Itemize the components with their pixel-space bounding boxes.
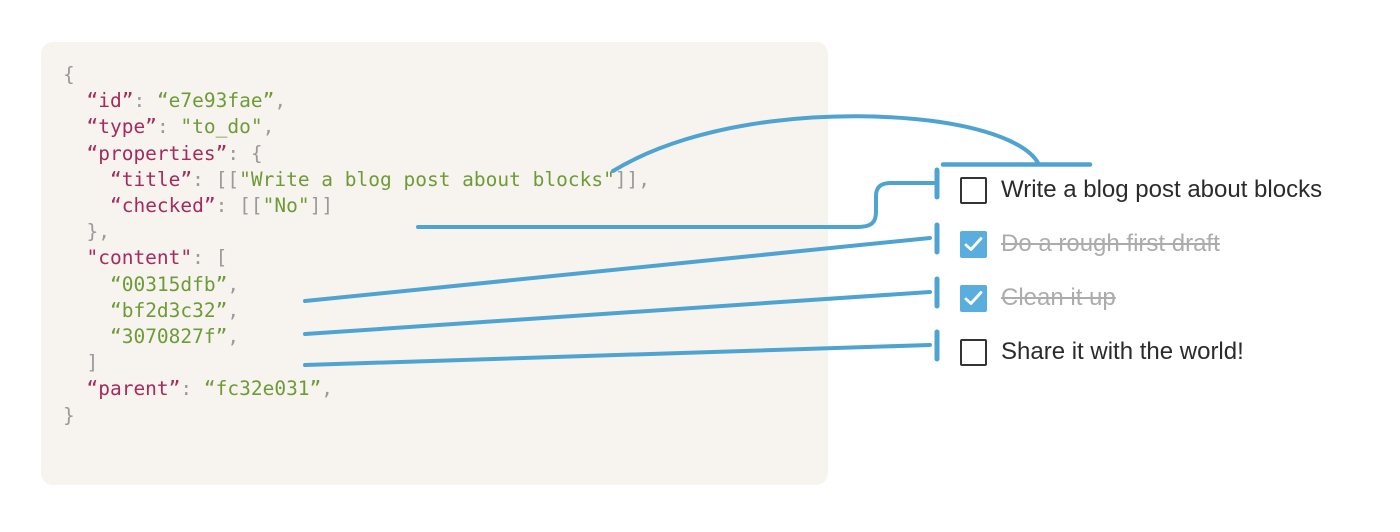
code-token: : [180, 377, 204, 401]
code-line: “bf2d3c32”, [63, 298, 650, 324]
code-token: : [[ [192, 167, 240, 191]
code-token: “00315dfb” [109, 272, 228, 296]
code-token: : { [227, 141, 263, 165]
code-token: “fc32e031” [203, 377, 322, 401]
todo-item-label: Clean it up [1001, 284, 1116, 311]
code-token: : [[ [215, 194, 263, 218]
code-token: “parent” [86, 377, 181, 401]
code-token: “type” [86, 115, 157, 139]
code-token: "No" [262, 194, 310, 218]
code-token: { [63, 63, 75, 86]
code-token: "content" [86, 246, 193, 270]
code-token: "Write a blog post about blocks" [239, 167, 615, 191]
code-token: "to_do" [180, 115, 263, 139]
code-token: ] [63, 351, 99, 375]
todo-item[interactable]: Do a rough first draft [960, 217, 1380, 271]
code-token [63, 377, 86, 400]
code-token: ]] [309, 194, 334, 218]
code-line: “properties”: { [63, 141, 650, 167]
code-line: ] [63, 350, 650, 376]
todo-item-label: Write a blog post about blocks [1001, 176, 1323, 203]
todo-item[interactable]: Clean it up [960, 271, 1380, 325]
code-token: “bf2d3c32” [109, 298, 228, 322]
code-token [63, 299, 110, 322]
code-token: } [63, 403, 75, 427]
todo-item-label: Share it with the world! [1001, 338, 1244, 365]
code-token: , [321, 377, 334, 401]
code-token [63, 194, 110, 217]
code-line: “type”: "to_do", [63, 114, 650, 140]
todo-item-label: Do a rough first draft [1001, 230, 1220, 257]
code-token: ]], [614, 167, 651, 191]
code-token [63, 168, 110, 191]
code-token [63, 325, 110, 348]
code-token: : [156, 115, 181, 139]
code-token: : [ [192, 246, 228, 270]
checkbox-checked-icon[interactable] [960, 284, 987, 312]
checkbox-checked-icon[interactable] [960, 230, 987, 258]
todo-item[interactable]: Write a blog post about blocks [960, 163, 1380, 217]
code-token: , [227, 272, 240, 296]
code-line: } [63, 403, 650, 429]
code-token: “checked” [109, 194, 216, 218]
code-token [63, 246, 86, 269]
todo-list: Write a blog post about blocks Do a rough… [960, 163, 1380, 379]
code-token: “3070827f” [109, 325, 228, 349]
code-line: { [63, 62, 650, 88]
code-token: “title” [109, 167, 193, 191]
code-token: , [227, 325, 240, 349]
code-token: , [262, 115, 275, 139]
code-line: “id”: “e7e93fae”, [63, 88, 650, 114]
code-line: “title”: [["Write a blog post about bloc… [63, 167, 650, 193]
code-token: : [133, 89, 157, 113]
code-line: “00315dfb”, [63, 272, 650, 298]
code-token [63, 142, 86, 165]
code-line: “3070827f”, [63, 324, 650, 350]
todo-item[interactable]: Share it with the world! [960, 325, 1380, 379]
code-token [63, 115, 86, 138]
code-line: "content": [ [63, 245, 650, 271]
code-token: , [274, 89, 287, 113]
code-line: }, [63, 219, 650, 245]
checkbox-unchecked-icon[interactable] [960, 338, 987, 366]
checkbox-unchecked-icon[interactable] [960, 176, 987, 204]
code-line: “checked”: [["No"]] [63, 193, 650, 219]
check-mark-icon [964, 236, 983, 251]
check-mark-icon [964, 290, 983, 305]
json-code-block: { “id”: “e7e93fae”, “type”: "to_do", “pr… [63, 62, 650, 429]
code-token: “e7e93fae” [156, 89, 275, 113]
code-token: , [227, 298, 240, 322]
code-token [63, 273, 110, 296]
code-token: “id” [86, 89, 134, 113]
code-token: “properties” [86, 141, 228, 165]
code-token [63, 89, 86, 112]
code-token: }, [63, 220, 110, 244]
code-line: “parent”: “fc32e031”, [63, 376, 650, 402]
